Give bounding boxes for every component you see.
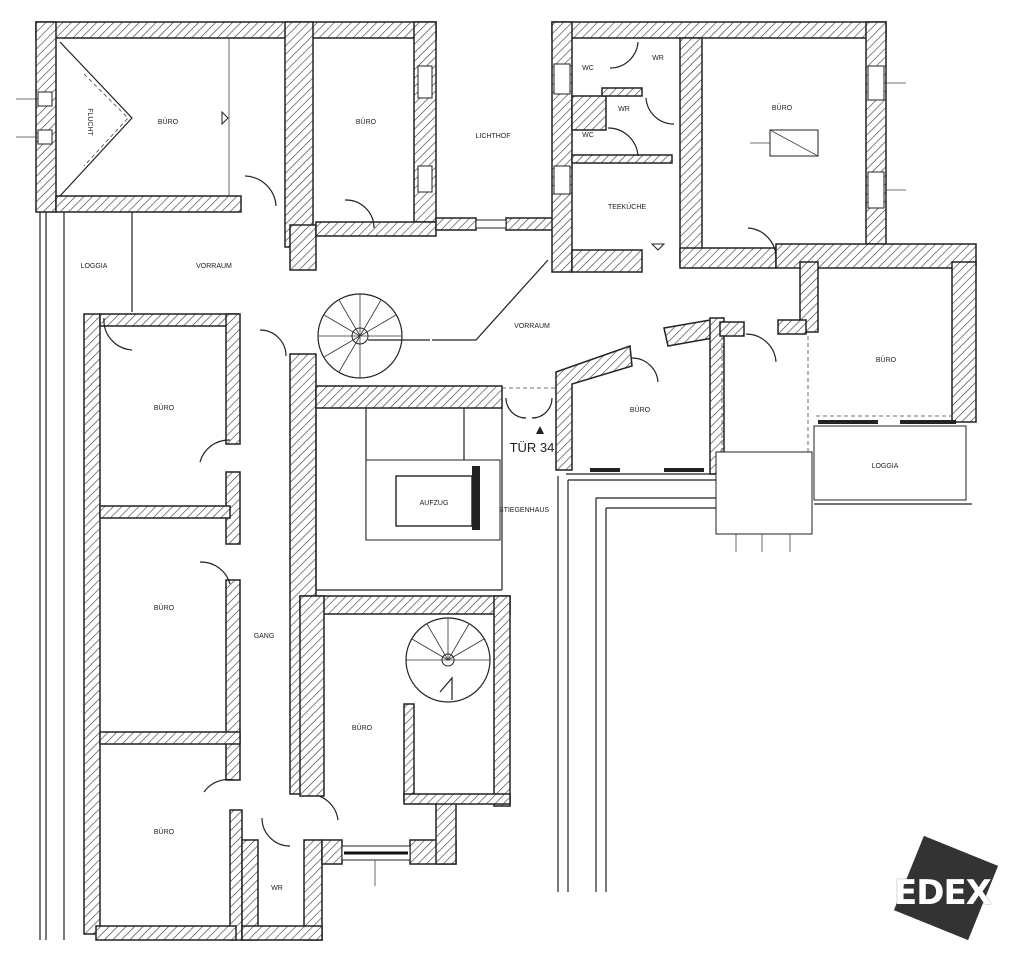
room-label-loggia-left: LOGGIA xyxy=(81,263,108,270)
door-arc xyxy=(531,397,553,419)
door-arc xyxy=(645,97,675,125)
room-label-lichthof: LICHTHOF xyxy=(476,133,511,140)
room-label-aufzug: AUFZUG xyxy=(420,500,449,507)
door-arc xyxy=(261,817,291,847)
spiral-staircase-bottom xyxy=(405,617,491,703)
wall-wr-bottom xyxy=(241,799,457,941)
room-label-wr-bottom: WR xyxy=(271,885,283,892)
room-label-wc-top: WC xyxy=(582,65,594,72)
room-label-vorraum-center: VORRAUM xyxy=(514,323,550,330)
room-label-buero-left-3: BÜRO xyxy=(154,828,175,836)
room-label-teekueche: TEEKÜCHE xyxy=(608,203,646,211)
logo-text: EDEX xyxy=(894,873,992,913)
room-label-gang: GANG xyxy=(254,633,275,640)
door-arc xyxy=(199,561,231,585)
wall-top-left-block xyxy=(35,21,437,271)
stair-triangle xyxy=(59,38,230,197)
door-arc xyxy=(745,333,777,363)
door-arc xyxy=(199,439,231,463)
room-label-buero-top-right: BÜRO xyxy=(772,104,793,112)
door-arc xyxy=(505,397,527,419)
door-arc xyxy=(259,329,287,357)
room-label-buero-top-left: BÜRO xyxy=(158,118,179,126)
door-arc xyxy=(747,227,777,259)
wall-right-buero xyxy=(777,261,977,423)
room-label-buero-top-mid: BÜRO xyxy=(356,118,377,126)
wall-left-column xyxy=(39,212,243,941)
triangle-marker-icon xyxy=(650,243,666,251)
door-arc xyxy=(607,127,639,157)
room-label-loggia-right: LOGGIA xyxy=(872,463,899,470)
room-label-buero-center: BÜRO xyxy=(352,724,373,732)
room-label-buero-center-right: BÜRO xyxy=(630,406,651,414)
room-label-buero-left-2: BÜRO xyxy=(154,604,175,612)
door-arc xyxy=(344,199,375,229)
balcony-frame xyxy=(557,336,813,892)
spiral-staircase-top xyxy=(317,293,430,379)
railing xyxy=(432,259,549,341)
stairwell xyxy=(315,408,503,591)
room-label-buero-right: BÜRO xyxy=(876,356,897,364)
door-arc xyxy=(307,793,339,821)
edex-logo: EDEX xyxy=(893,835,999,941)
door-marker-icon xyxy=(536,426,544,434)
wall-center-buero xyxy=(299,595,511,807)
door-arc xyxy=(609,41,639,69)
wall-center-right-buero xyxy=(555,317,745,475)
door-arc xyxy=(631,357,659,383)
room-label-stiegenhaus: STIEGENHAUS xyxy=(499,507,550,514)
door-arc xyxy=(103,317,133,351)
room-label-wr-mid: WR xyxy=(618,106,630,113)
room-label-vorraum-left: VORRAUM xyxy=(196,263,232,270)
windows-top-left xyxy=(16,65,433,193)
room-label-flucht: FLUCHT xyxy=(86,108,93,136)
loggia-right-area xyxy=(813,425,967,501)
door-number-label: TÜR 34 xyxy=(510,440,555,455)
door-arc xyxy=(244,175,277,207)
room-label-wr-top: WR xyxy=(652,55,664,62)
room-label-wc-mid: WC xyxy=(582,132,594,139)
room-label-buero-left-1: BÜRO xyxy=(154,404,175,412)
door-arc xyxy=(203,778,235,793)
windows-top-right xyxy=(553,63,906,209)
